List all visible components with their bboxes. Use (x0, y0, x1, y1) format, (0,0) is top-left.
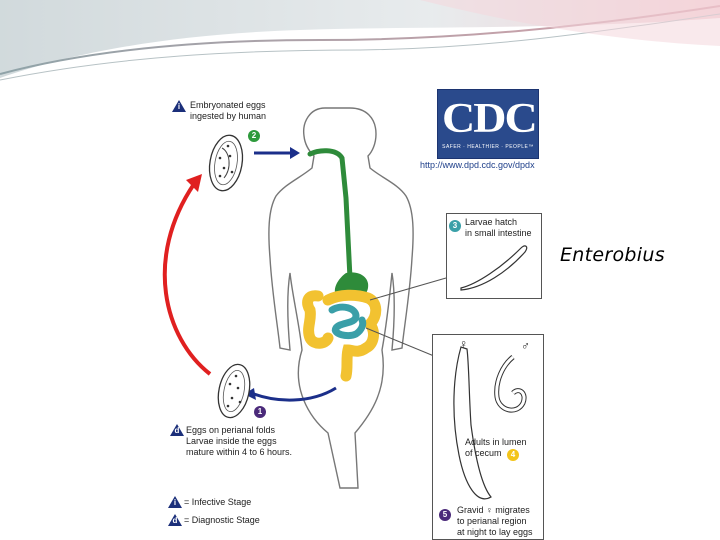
larva-drawing (460, 245, 528, 291)
life-cycle-drawing (162, 107, 447, 489)
step-1-badge: 1 (254, 406, 266, 418)
embryonated-egg (208, 134, 244, 192)
small-intestine (328, 303, 367, 340)
life-cycle-diagram: CDC SAFER · HEALTHIER · PEOPLE™ http://w… (150, 88, 545, 540)
eggs-perianal-label: Eggs on perianal folds Larvae inside the… (186, 425, 293, 457)
deposit-arrow (253, 386, 337, 402)
cdc-tagline: SAFER · HEALTHIER · PEOPLE™ (442, 144, 534, 150)
red-arrowhead (186, 174, 202, 192)
step-4-badge: 4 (507, 449, 519, 461)
female-symbol: ♀ (459, 337, 468, 351)
adult-worms-box: ♀ ♂ Adults in lumen of cecum 4 5 Gravid … (432, 334, 544, 540)
red-transmission-arc (162, 182, 212, 376)
esophagus (307, 148, 353, 281)
colon (302, 289, 382, 382)
legend-infective-label: = Infective Stage (184, 497, 252, 507)
legend-diagnostic-icon: d (168, 514, 182, 526)
header-banner-swoosh (0, 0, 720, 81)
cdc-logo: CDC SAFER · HEALTHIER · PEOPLE™ (437, 89, 539, 159)
adults-in-lumen-label: Adults in lumen of cecum (465, 437, 527, 458)
step-2-badge: 2 (248, 130, 260, 142)
diagnostic-stage-icon: d (170, 424, 184, 436)
larvae-hatch-label: Larvae hatch in small intestine (465, 217, 532, 238)
adult-worms-drawing (453, 346, 527, 500)
step-embryonated-eggs-label: Embryonated eggs ingested by human (190, 100, 267, 121)
infective-stage-icon: i (172, 100, 186, 112)
legend-infective-icon: i (168, 496, 182, 508)
step-3-badge: 3 (449, 220, 461, 232)
legend-diagnostic-label: = Diagnostic Stage (184, 515, 260, 525)
gravid-migrates-label: Gravid ♀ migrates to perianal region at … (457, 505, 533, 537)
step-5-badge: 5 (439, 509, 451, 521)
human-silhouette (268, 107, 414, 489)
slide-title: Enterobius (560, 244, 665, 266)
perianal-egg (217, 363, 251, 419)
cdc-url[interactable]: http://www.dpd.cdc.gov/dpdx (420, 160, 535, 170)
larvae-hatch-box: 3 Larvae hatch in small intestine (446, 213, 542, 299)
male-symbol: ♂ (521, 339, 530, 353)
cdc-logo-text: CDC (442, 94, 538, 141)
